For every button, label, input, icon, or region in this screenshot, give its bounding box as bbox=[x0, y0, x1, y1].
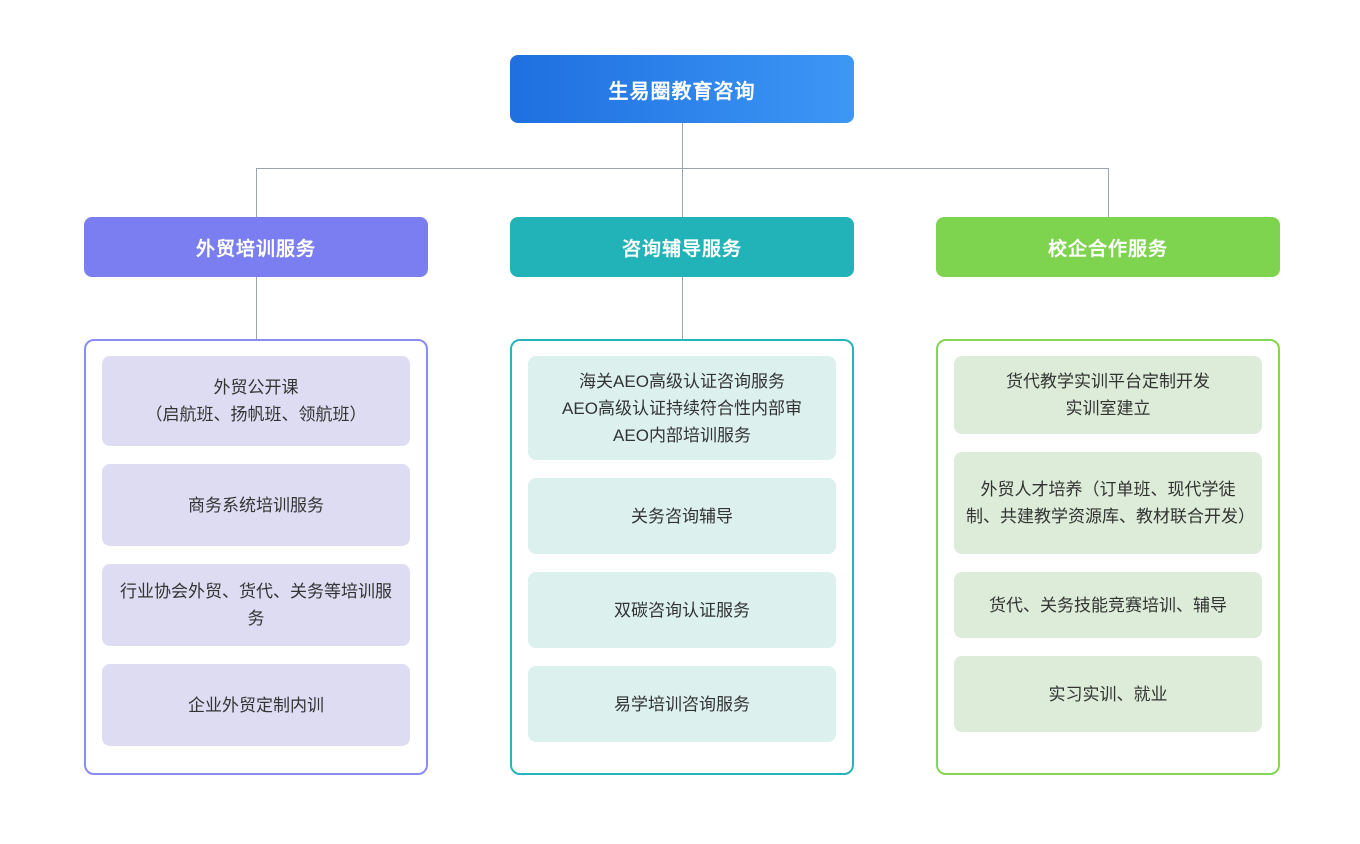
connector-header-1-to-box bbox=[682, 277, 683, 339]
branch-header-1[interactable]: 咨询辅导服务 bbox=[510, 217, 854, 277]
connector-branch-1-vertical bbox=[682, 168, 683, 217]
leaf-item[interactable]: 海关AEO高级认证咨询服务 AEO高级认证持续符合性内部审 AEO内部培训服务 bbox=[528, 356, 836, 460]
branch-box-1: 海关AEO高级认证咨询服务 AEO高级认证持续符合性内部审 AEO内部培训服务 … bbox=[510, 339, 854, 775]
leaf-item[interactable]: 易学培训咨询服务 bbox=[528, 666, 836, 742]
branch-box-2: 货代教学实训平台定制开发 实训室建立 外贸人才培养（订单班、现代学徒制、共建教学… bbox=[936, 339, 1280, 775]
connector-branch-0-vertical bbox=[256, 168, 257, 217]
branch-header-0[interactable]: 外贸培训服务 bbox=[84, 217, 428, 277]
branch-box-0: 外贸公开课 （启航班、扬帆班、领航班） 商务系统培训服务 行业协会外贸、货代、关… bbox=[84, 339, 428, 775]
leaf-item[interactable]: 行业协会外贸、货代、关务等培训服务 bbox=[102, 564, 410, 646]
leaf-item[interactable]: 实习实训、就业 bbox=[954, 656, 1262, 732]
leaf-item[interactable]: 双碳咨询认证服务 bbox=[528, 572, 836, 648]
leaf-item[interactable]: 外贸公开课 （启航班、扬帆班、领航班） bbox=[102, 356, 410, 446]
root-node[interactable]: 生易圈教育咨询 bbox=[510, 55, 854, 123]
branch-header-2[interactable]: 校企合作服务 bbox=[936, 217, 1280, 277]
leaf-item[interactable]: 外贸人才培养（订单班、现代学徒制、共建教学资源库、教材联合开发） bbox=[954, 452, 1262, 554]
leaf-item[interactable]: 企业外贸定制内训 bbox=[102, 664, 410, 746]
leaf-item[interactable]: 商务系统培训服务 bbox=[102, 464, 410, 546]
connector-root-vertical bbox=[682, 123, 683, 168]
connector-branch-2-vertical bbox=[1108, 168, 1109, 217]
leaf-item[interactable]: 货代教学实训平台定制开发 实训室建立 bbox=[954, 356, 1262, 434]
leaf-item[interactable]: 货代、关务技能竞赛培训、辅导 bbox=[954, 572, 1262, 638]
leaf-item[interactable]: 关务咨询辅导 bbox=[528, 478, 836, 554]
connector-header-0-to-box bbox=[256, 277, 257, 339]
